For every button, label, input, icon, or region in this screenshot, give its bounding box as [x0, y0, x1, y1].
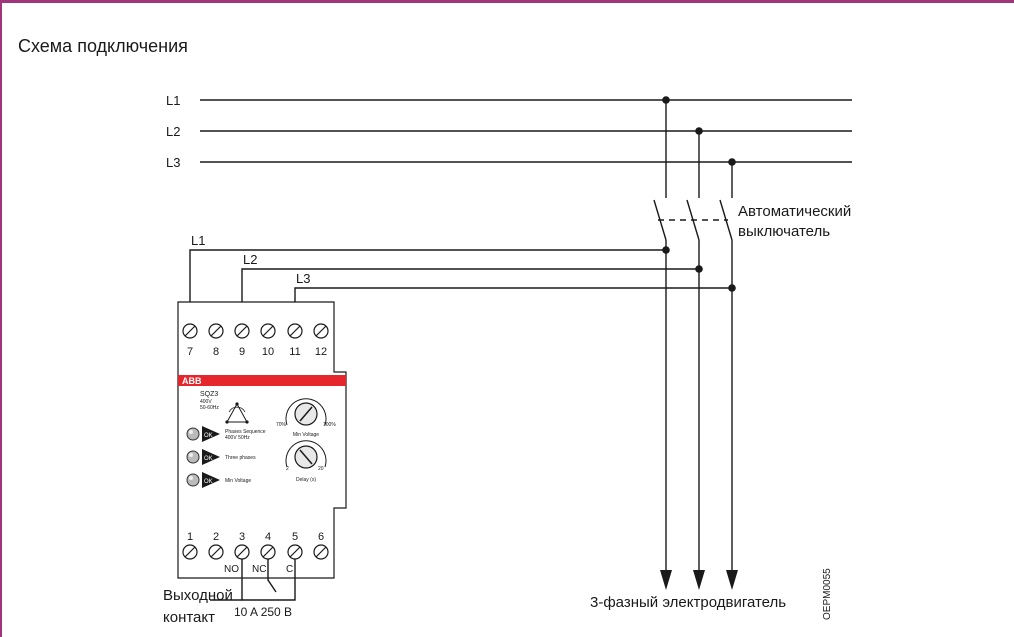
arrow-down-icon: [693, 570, 705, 590]
terminal-number: 11: [289, 346, 300, 358]
min-voltage-knob: 70% 100% Min Voltage: [276, 398, 336, 438]
svg-text:70%: 70%: [276, 422, 287, 428]
svg-text:100%: 100%: [323, 422, 336, 428]
contact-rating: 10 A 250 В: [234, 605, 292, 619]
branch-label-l2: L2: [243, 252, 257, 267]
supply-label-l3: L3: [166, 155, 180, 170]
arrow-down-icon: [660, 570, 672, 590]
phase-sequence-icon: [225, 402, 249, 424]
terminal-screw: [287, 544, 303, 560]
terminal-number: 2: [213, 531, 219, 543]
arrow-down-icon: [726, 570, 738, 590]
terminal-screw: [313, 544, 329, 560]
breaker-label: Автоматический: [738, 203, 851, 220]
terminal-screw: [260, 544, 276, 560]
led-indicator: OK: [186, 426, 220, 442]
motor-label: 3-фазный электродвигатель: [590, 594, 786, 611]
breaker-label: выключатель: [738, 223, 830, 240]
terminal-number: 5: [292, 531, 298, 543]
terminal-number: 10: [262, 346, 274, 358]
contact-label-no: NO: [224, 564, 239, 575]
terminal-number: 1: [187, 531, 193, 543]
terminal-screw: [260, 323, 276, 339]
branch-label-l3: L3: [296, 271, 310, 286]
relay-model: SQZ3: [200, 391, 218, 398]
terminal-screw: [182, 544, 198, 560]
page-title: Схема подключения: [18, 36, 188, 56]
delay-knob: 2 20 Delay (s): [285, 440, 327, 483]
output-contact-label: контакт: [163, 609, 215, 626]
terminal-screw: [182, 323, 198, 339]
terminal-number: 12: [315, 346, 327, 358]
svg-text:2: 2: [286, 466, 289, 472]
terminal-screw: [313, 323, 329, 339]
indicator-label: Min Voltage: [225, 478, 251, 484]
svg-text:Delay (s): Delay (s): [296, 477, 316, 483]
supply-label-l2: L2: [166, 124, 180, 139]
indicator-label: Three phases: [225, 455, 256, 461]
led-indicator: OK: [186, 472, 220, 488]
output-contact-label: Выходной: [163, 587, 233, 604]
terminal-screw: [208, 544, 224, 560]
svg-text:OK: OK: [204, 479, 213, 485]
relay-frequency: 50-60Hz: [200, 405, 219, 411]
terminal-screw: [287, 323, 303, 339]
terminal-number: 6: [318, 531, 324, 543]
branch-label-l1: L1: [191, 233, 205, 248]
brand-bar: [178, 375, 346, 386]
branch-wire-l1: [189, 249, 666, 324]
supply-label-l1: L1: [166, 93, 180, 108]
contact-label-nc: NC: [252, 564, 266, 575]
terminal-screw: [234, 544, 250, 560]
bottom-terminal-block: 1 2 3 4 5 6 NO NC C: [182, 531, 329, 575]
terminal-number: 3: [239, 531, 245, 543]
relay-device: ABB SQZ3 400V 50-60Hz OK Phases Sequence…: [177, 301, 347, 579]
contact-label-c: C: [286, 564, 293, 575]
figure-code: OEPM0055: [822, 568, 833, 620]
circuit-breaker: [653, 199, 733, 241]
terminal-screw: [208, 323, 224, 339]
svg-text:Min Voltage: Min Voltage: [293, 432, 319, 438]
output-contact-wiring: [210, 559, 296, 601]
relay-voltage: 400V: [200, 399, 212, 405]
svg-text:20: 20: [318, 466, 324, 472]
terminal-number: 8: [213, 346, 219, 358]
terminal-number: 9: [239, 346, 245, 358]
svg-text:OK: OK: [204, 433, 213, 439]
top-terminal-block: 7 8 9 10 11 12: [182, 323, 329, 358]
led-indicator: OK: [186, 449, 220, 465]
terminal-number: 7: [187, 346, 193, 358]
terminal-number: 4: [265, 531, 271, 543]
terminal-screw: [234, 323, 250, 339]
svg-text:OK: OK: [204, 456, 213, 462]
abb-logo: ABB: [182, 376, 202, 386]
